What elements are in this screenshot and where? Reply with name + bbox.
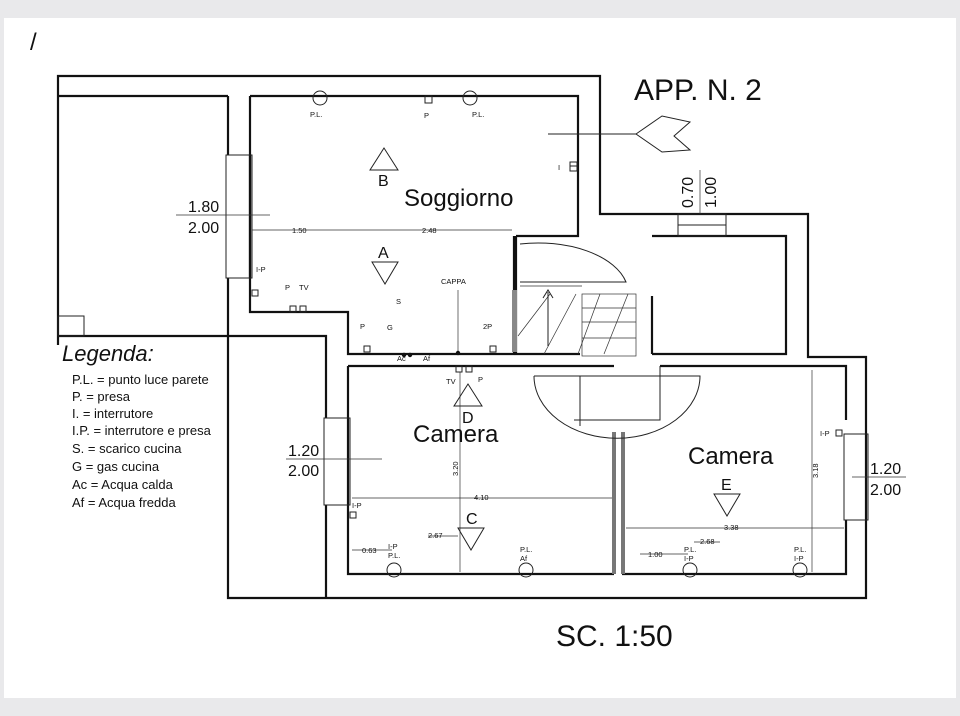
switch-socket-icon (349, 511, 357, 519)
view-label-a: A (378, 245, 389, 262)
room-label-bedroom-left: Camera (413, 421, 499, 448)
dim-bedroom-left-height: 3.20 (451, 461, 460, 476)
label-tv: TV (299, 283, 309, 292)
label-g: G (387, 323, 393, 332)
paper (4, 18, 956, 698)
view-label-d: D (462, 410, 474, 427)
label-pl: P.L. (520, 545, 532, 554)
label-2p: 2P (483, 322, 492, 331)
view-marker-c-triangle (457, 527, 485, 551)
walls (56, 74, 869, 600)
view-marker-d-triangle (453, 383, 483, 407)
label-pl: P.L. (388, 551, 400, 560)
dim-living-right: 2.48 (422, 226, 437, 235)
dim-living-left: 1.50 (292, 226, 307, 235)
view-label-e: E (721, 477, 732, 494)
legend-item: Af = Acqua fredda (72, 495, 176, 510)
legend-item: P. = presa (72, 389, 131, 404)
light-point-icon (682, 562, 698, 578)
window-entrance-top: 0.70 (680, 177, 697, 208)
light-point-icon (386, 562, 402, 578)
view-marker-a-triangle (371, 261, 399, 285)
dim-bedroom-left-inner: 2.67 (428, 531, 443, 540)
drawing-title: APP. N. 2 (634, 74, 762, 107)
socket-icon (299, 305, 307, 313)
label-tv: TV (446, 377, 456, 386)
label-i: I (558, 163, 560, 172)
label-ip: I-P (794, 554, 804, 563)
view-marker-e-triangle (713, 493, 741, 517)
dim-bedroom-right-inner: 2.68 (700, 537, 715, 546)
label-s: S (396, 297, 401, 306)
dim-bedroom-right-offset: 1.00 (648, 550, 663, 559)
switch-socket-icon (251, 289, 259, 297)
label-p: P (360, 322, 365, 331)
room-label-bedroom-right: Camera (688, 443, 774, 470)
socket-icon (489, 345, 497, 353)
room-label-living: Soggiorno (404, 185, 513, 212)
dim-bedroom-left-offset: 0.63 (362, 546, 377, 555)
window-bedroom-left-bottom: 2.00 (288, 463, 319, 480)
socket-icon (455, 365, 463, 373)
label-pl: P.L. (310, 110, 322, 119)
hot-water-icon (401, 352, 407, 358)
socket-icon (363, 345, 371, 353)
legend-item: G = gas cucina (72, 459, 160, 474)
label-p: P (424, 111, 429, 120)
label-ip: I-P (684, 554, 694, 563)
dim-bedroom-right-height: 3.18 (811, 463, 820, 478)
corner-mark: / (30, 29, 37, 56)
dim-bedroom-right-width: 3.38 (724, 523, 739, 532)
view-label-c: C (466, 511, 478, 528)
hood-icon (455, 350, 461, 356)
window-bedroom-right-top: 1.20 (870, 461, 901, 478)
legend-item: I.P. = interrutore e presa (72, 423, 212, 438)
light-point-icon (312, 90, 328, 106)
label-ac: Ac (397, 354, 406, 363)
entrance-arrow (548, 115, 692, 153)
light-point-icon (518, 562, 534, 578)
view-label-b: B (378, 173, 389, 190)
dimension-lines (176, 170, 906, 572)
label-ip: I-P (388, 542, 398, 551)
label-cappa: CAPPA (441, 277, 466, 286)
window-bedroom-right-bottom: 2.00 (870, 482, 901, 499)
window-entrance-bottom: 1.00 (703, 177, 720, 208)
label-af: Af (423, 354, 431, 363)
window-bedroom-left-top: 1.20 (288, 443, 319, 460)
label-ip: I-P (256, 265, 266, 274)
legend-item: I. = interrutore (72, 406, 153, 421)
label-ip: I-P (352, 501, 362, 510)
legend-item: S. = scarico cucina (72, 441, 182, 456)
label-p: P (285, 283, 290, 292)
view-marker-b-triangle (369, 147, 399, 171)
legend-item: P.L. = punto luce parete (72, 372, 209, 387)
light-point-icon (792, 562, 808, 578)
label-pl: P.L. (472, 110, 484, 119)
socket-icon (289, 305, 297, 313)
light-points (251, 90, 843, 578)
window-living-top: 1.80 (188, 199, 219, 216)
legend: Legenda: P.L. = punto luce parete P. = p… (62, 341, 212, 510)
socket-icon (465, 365, 473, 373)
view-markers (369, 147, 741, 551)
label-af: Af (520, 554, 528, 563)
switch-socket-icon (835, 429, 843, 437)
cold-water-icon (407, 352, 413, 358)
label-pl: P.L. (794, 545, 806, 554)
label-p: P (478, 375, 483, 384)
drawing-scale: SC. 1:50 (556, 620, 673, 653)
label-ip: I-P (820, 429, 830, 438)
legend-title: Legenda: (62, 341, 154, 366)
dim-bedroom-left-width: 4.10 (474, 493, 489, 502)
legend-item: Ac = Acqua calda (72, 477, 174, 492)
symbol-labels: P.L. P P.L. I I-P P TV S P G CAPPA 2P Ac… (256, 110, 830, 563)
light-point-icon (462, 90, 478, 106)
window-living-bottom: 2.00 (188, 220, 219, 237)
socket-icon (424, 95, 433, 104)
label-pl: P.L. (684, 545, 696, 554)
